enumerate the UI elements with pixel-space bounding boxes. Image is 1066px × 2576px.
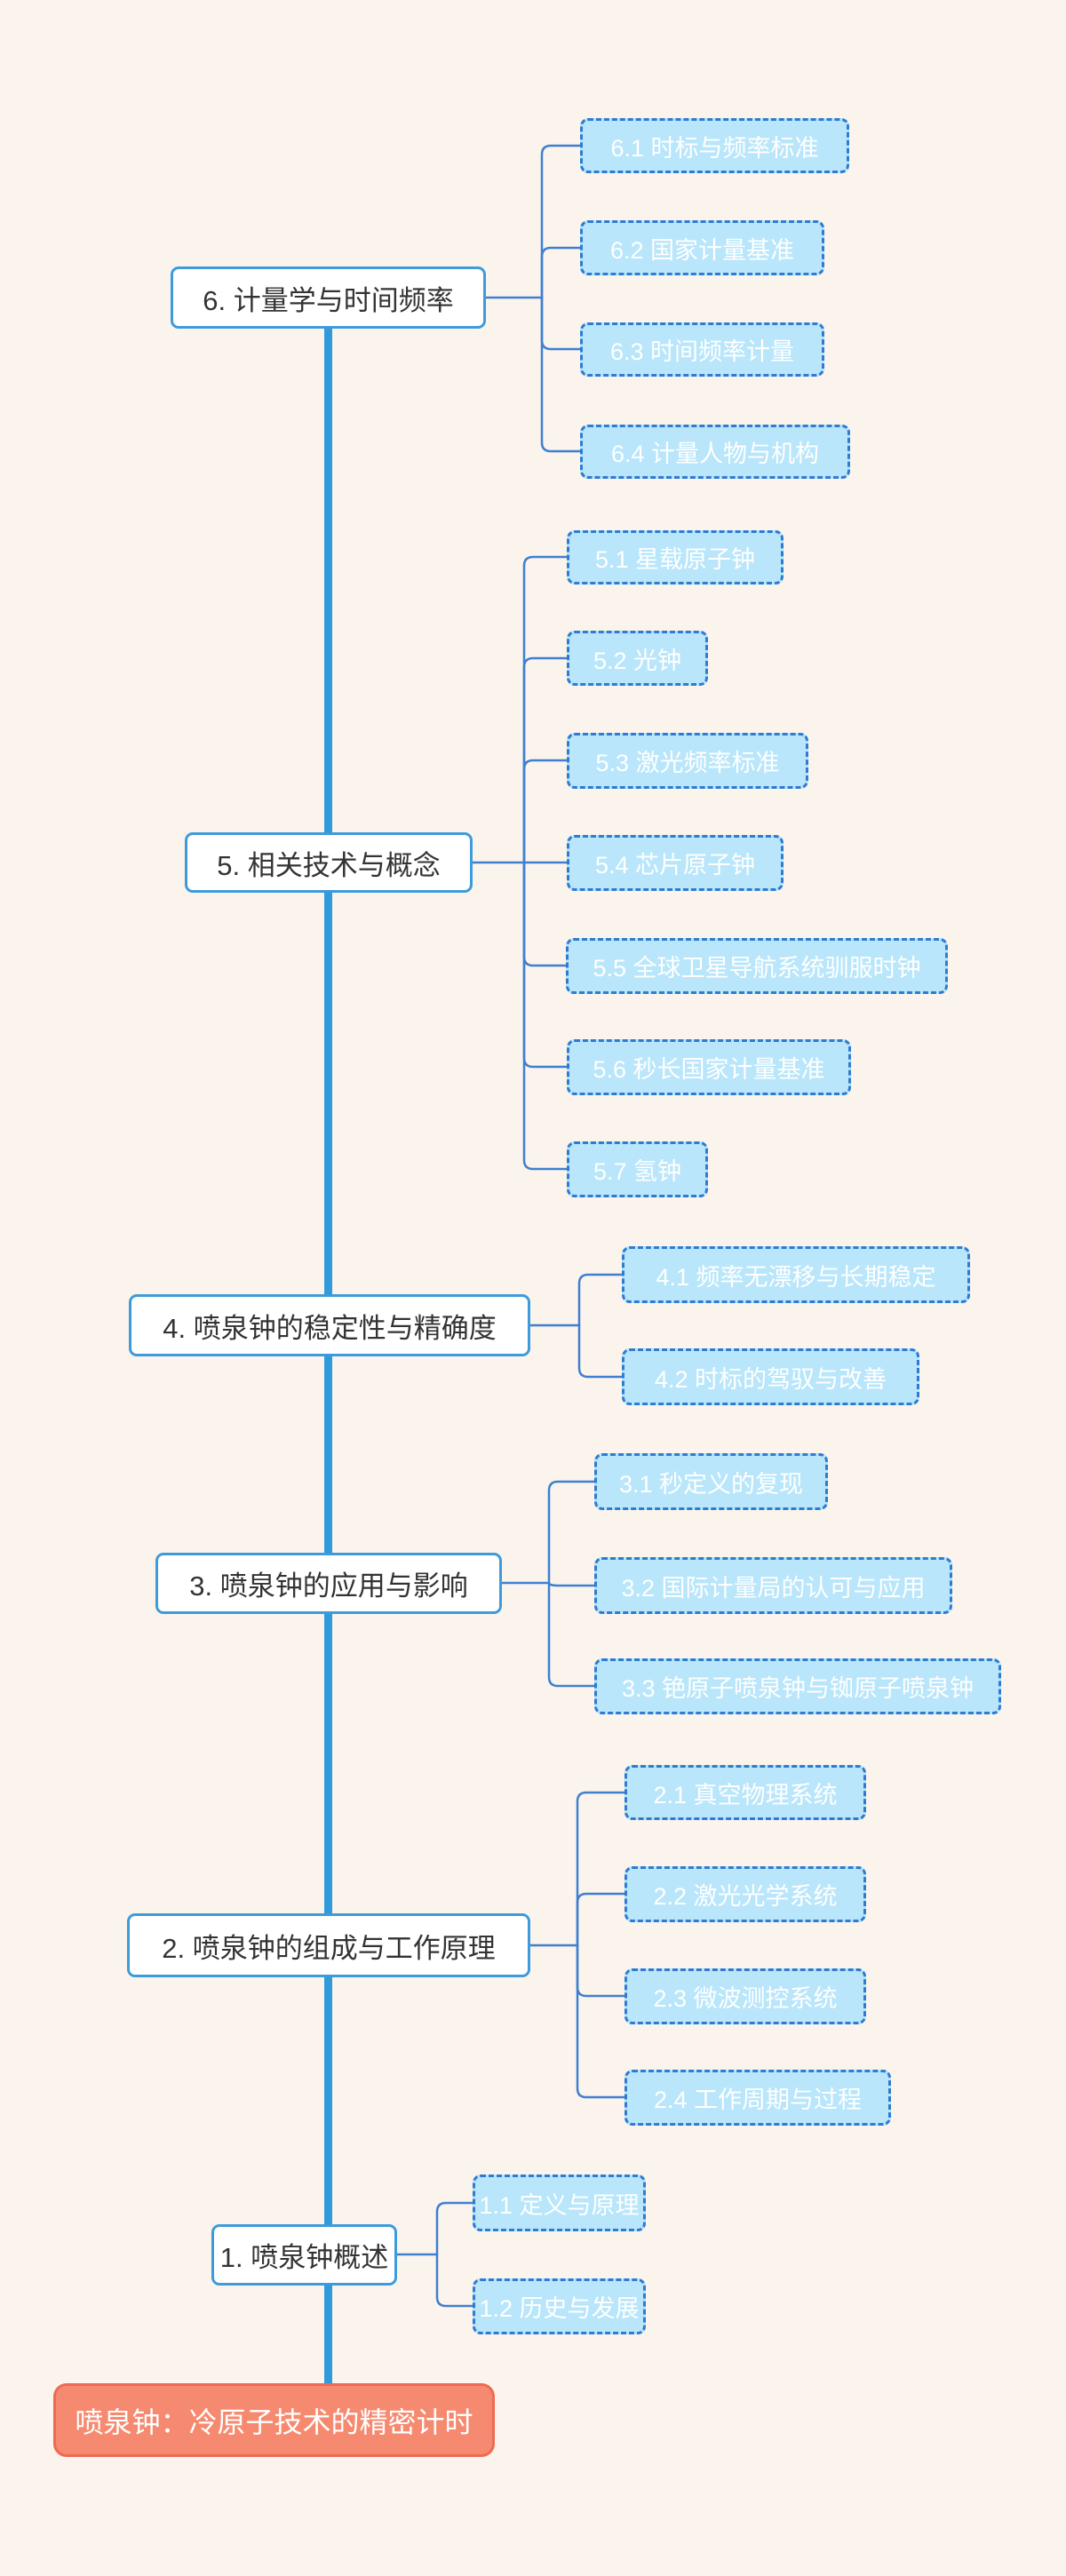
leaf-2-2[interactable]: 2.2 激光光学系统 xyxy=(624,1866,866,1922)
leaf-6-4[interactable]: 6.4 计量人物与机构 xyxy=(580,425,850,479)
leaf-5-3[interactable]: 5.3 激光频率标准 xyxy=(567,733,808,789)
branch-node-6[interactable]: 6. 计量学与时间频率 xyxy=(171,266,486,329)
leaf-6-1[interactable]: 6.1 时标与频率标准 xyxy=(580,118,849,173)
leaf-2-3[interactable]: 2.3 微波测控系统 xyxy=(624,1968,866,2024)
branch-node-3[interactable]: 3. 喷泉钟的应用与影响 xyxy=(155,1553,502,1614)
branch-node-5[interactable]: 5. 相关技术与概念 xyxy=(185,832,473,893)
branch-node-4[interactable]: 4. 喷泉钟的稳定性与精确度 xyxy=(129,1294,530,1356)
leaf-2-4[interactable]: 2.4 工作周期与过程 xyxy=(624,2070,891,2126)
branch-node-2[interactable]: 2. 喷泉钟的组成与工作原理 xyxy=(127,1913,530,1977)
leaf-5-7[interactable]: 5.7 氢钟 xyxy=(567,1141,708,1197)
leaf-5-5[interactable]: 5.5 全球卫星导航系统驯服时钟 xyxy=(566,938,948,994)
leaf-6-2[interactable]: 6.2 国家计量基准 xyxy=(580,220,824,275)
leaf-1-1[interactable]: 1.1 定义与原理 xyxy=(473,2174,646,2231)
leaf-1-2[interactable]: 1.2 历史与发展 xyxy=(473,2278,646,2334)
root-node[interactable]: 喷泉钟：冷原子技术的精密计时 xyxy=(53,2383,495,2457)
leaf-3-1[interactable]: 3.1 秒定义的复现 xyxy=(594,1453,828,1510)
leaf-3-3[interactable]: 3.3 铯原子喷泉钟与铷原子喷泉钟 xyxy=(594,1658,1001,1714)
leaf-2-1[interactable]: 2.1 真空物理系统 xyxy=(624,1765,866,1820)
leaf-6-3[interactable]: 6.3 时间频率计量 xyxy=(580,322,824,377)
leaf-3-2[interactable]: 3.2 国际计量局的认可与应用 xyxy=(594,1557,952,1614)
leaf-4-2[interactable]: 4.2 时标的驾驭与改善 xyxy=(622,1348,919,1405)
leaf-5-4[interactable]: 5.4 芯片原子钟 xyxy=(567,835,784,891)
leaf-4-1[interactable]: 4.1 频率无漂移与长期稳定 xyxy=(622,1246,970,1303)
leaf-5-6[interactable]: 5.6 秒长国家计量基准 xyxy=(567,1039,851,1095)
leaf-5-2[interactable]: 5.2 光钟 xyxy=(567,631,708,686)
branch-node-1[interactable]: 1. 喷泉钟概述 xyxy=(211,2224,397,2286)
leaf-5-1[interactable]: 5.1 星载原子钟 xyxy=(567,530,784,584)
